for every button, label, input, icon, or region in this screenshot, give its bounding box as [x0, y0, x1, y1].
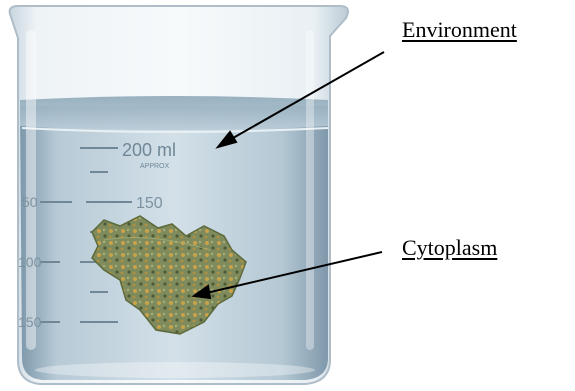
left-mark-50: 50 — [22, 194, 38, 210]
left-mark-100: 100 — [18, 254, 42, 270]
left-mark-150: 150 — [18, 314, 42, 330]
label-cytoplasm: Cytoplasm — [402, 235, 498, 260]
arrow-head-environment — [215, 130, 238, 149]
arrows — [191, 51, 385, 300]
arrow-head-cytoplasm — [191, 284, 212, 300]
label-environment: Environment — [402, 17, 517, 42]
brand-text: APPROX — [140, 163, 170, 170]
graduation-marks — [40, 147, 132, 323]
volume-mark: 200 ml — [122, 140, 176, 160]
mark-150-right: 150 — [136, 195, 163, 212]
water-surface — [20, 96, 328, 130]
